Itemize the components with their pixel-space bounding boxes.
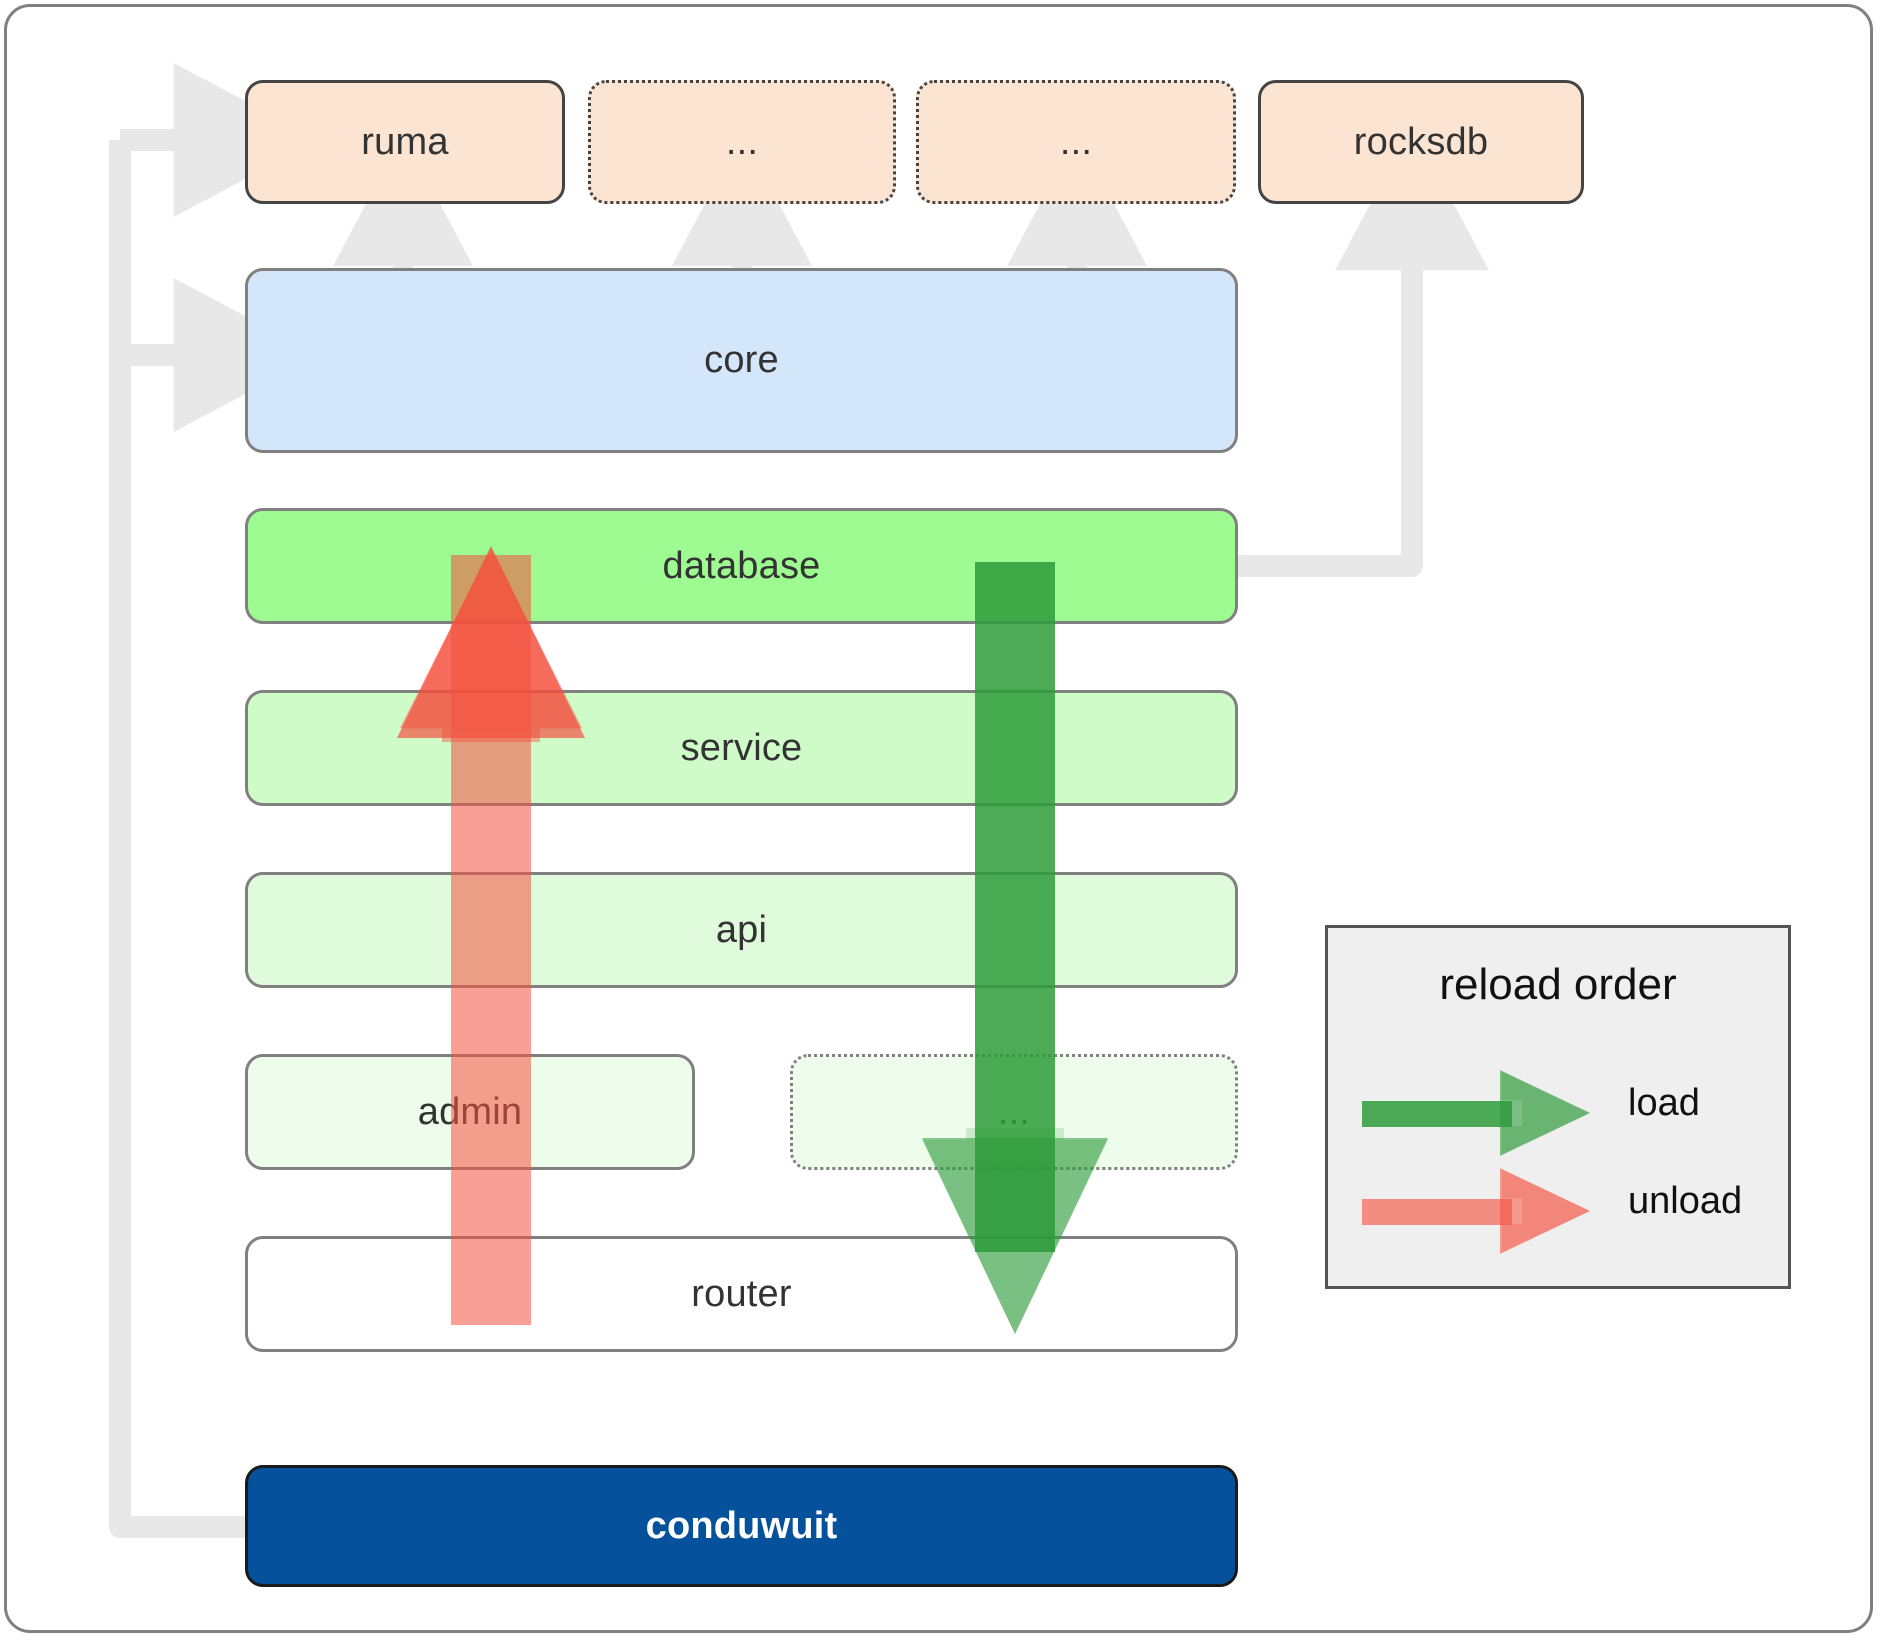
node-admin-label: admin	[417, 1090, 523, 1133]
node-rocksdb[interactable]: rocksdb	[1258, 80, 1584, 204]
node-database-label: database	[662, 544, 821, 587]
node-database[interactable]: database	[245, 508, 1238, 624]
node-core-label: core	[704, 339, 779, 381]
node-core[interactable]: core	[245, 268, 1238, 453]
node-api-label: api	[715, 908, 768, 951]
node-dep-placeholder-2-label: ...	[1059, 120, 1093, 163]
legend-unload-arrow-icon	[1362, 1168, 1590, 1254]
node-dep-placeholder-2[interactable]: ...	[916, 80, 1236, 204]
node-dep-placeholder-1-label: ...	[725, 120, 759, 163]
legend-unload-label: unload	[1628, 1180, 1743, 1222]
node-router[interactable]: router	[245, 1236, 1238, 1352]
node-layer-placeholder[interactable]: ...	[790, 1054, 1238, 1170]
legend-load-label: load	[1628, 1082, 1700, 1124]
node-admin[interactable]: admin	[245, 1054, 695, 1170]
node-service[interactable]: service	[245, 690, 1238, 806]
node-service-label: service	[680, 726, 803, 769]
legend-panel: reload order load unload	[1325, 925, 1791, 1289]
node-api[interactable]: api	[245, 872, 1238, 988]
node-layer-placeholder-label: ...	[997, 1090, 1031, 1133]
node-ruma-label: ruma	[361, 120, 449, 163]
node-dep-placeholder-1[interactable]: ...	[588, 80, 896, 204]
diagram-frame	[4, 4, 1873, 1633]
legend-title: reload order	[1439, 960, 1677, 1009]
node-router-label: router	[691, 1272, 792, 1315]
node-ruma[interactable]: ruma	[245, 80, 565, 204]
node-conduwuit[interactable]: conduwuit	[245, 1465, 1238, 1587]
node-rocksdb-label: rocksdb	[1353, 120, 1489, 163]
legend-load-arrow-icon	[1362, 1070, 1590, 1156]
node-conduwuit-label: conduwuit	[645, 1504, 838, 1547]
